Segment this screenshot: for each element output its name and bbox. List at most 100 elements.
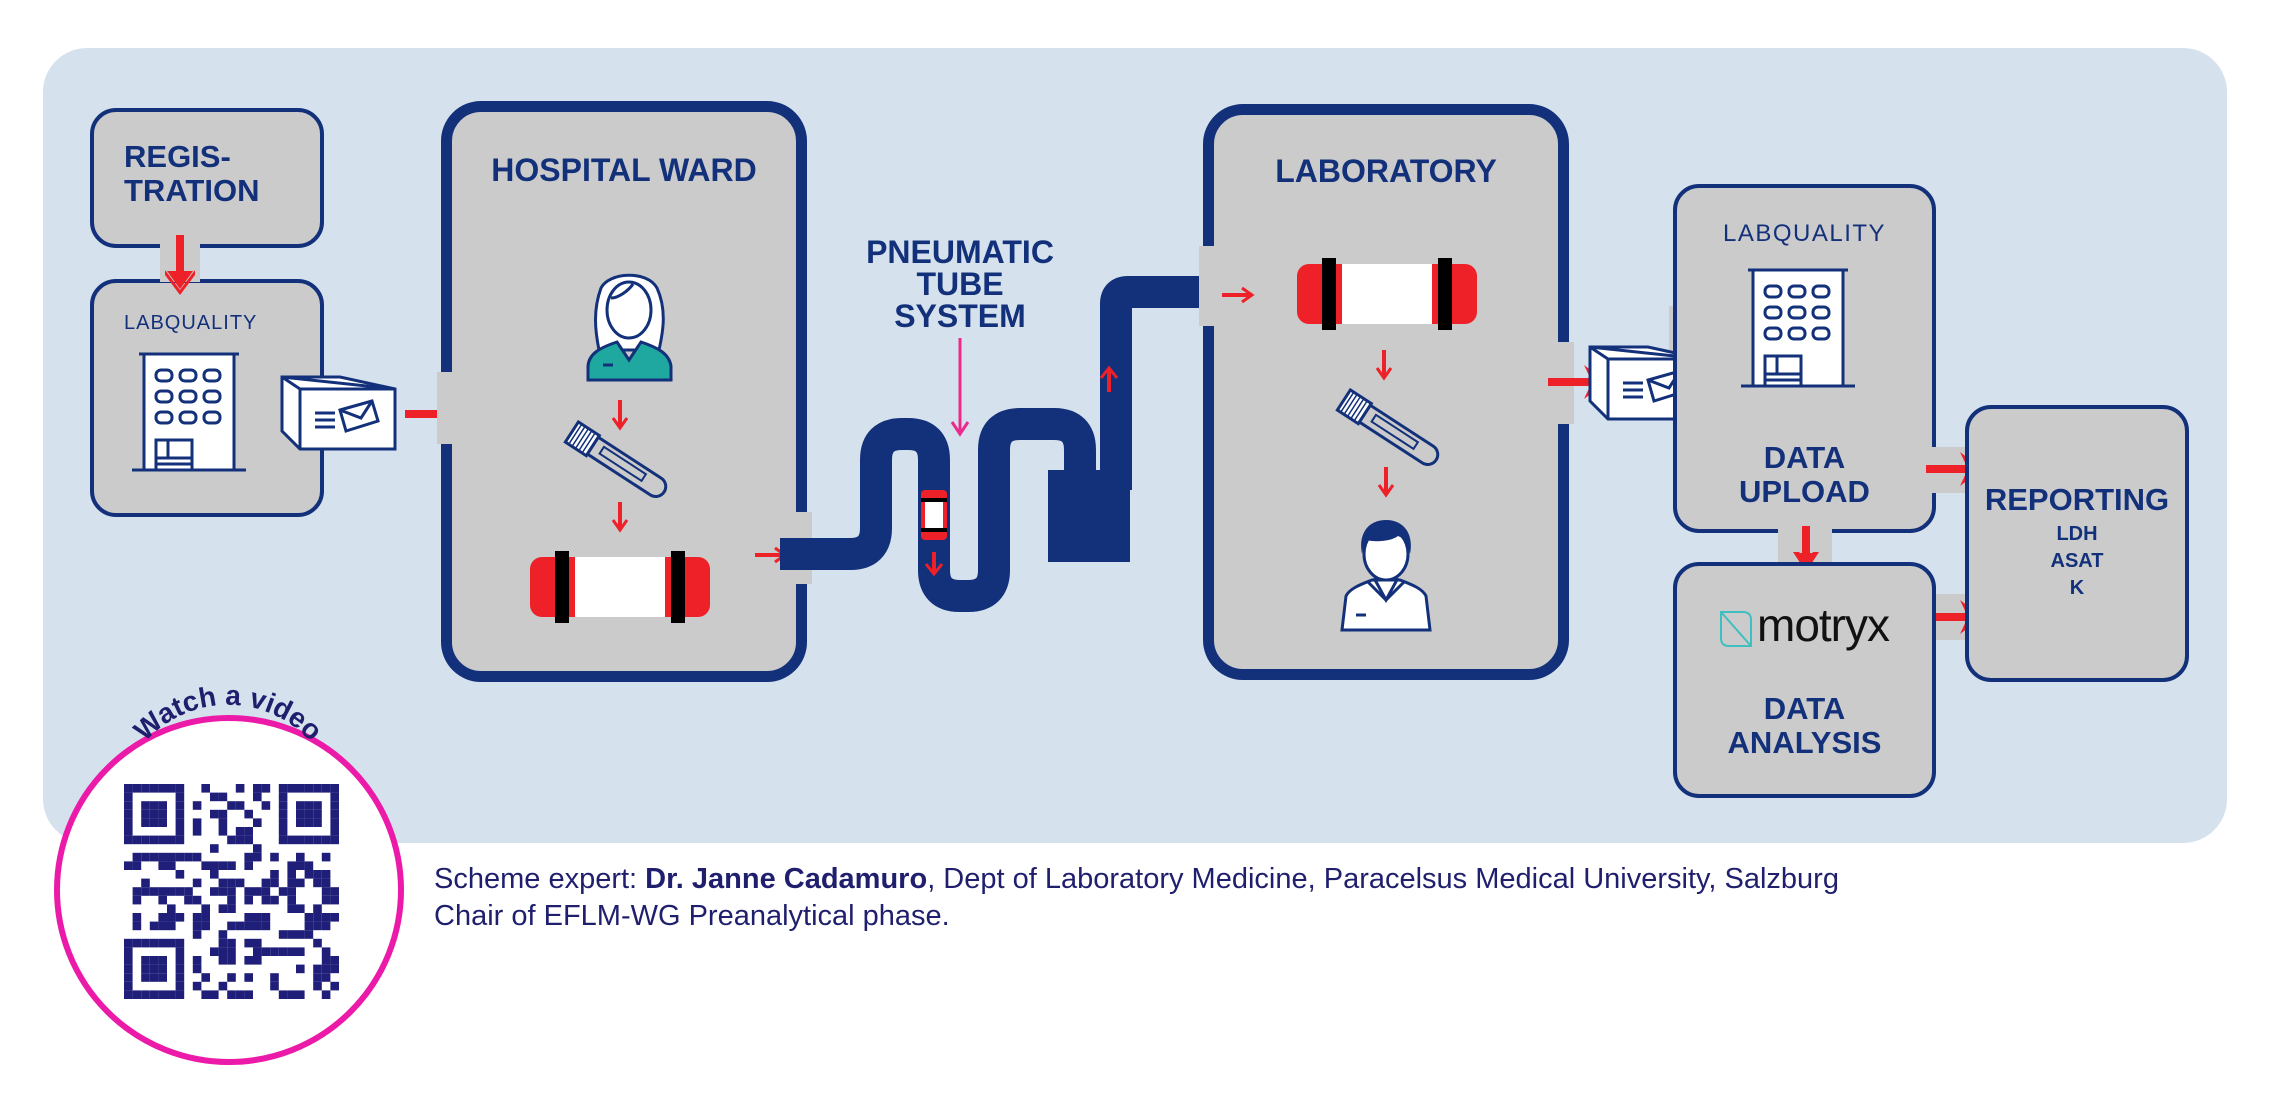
qr-module: [124, 981, 133, 991]
qr-module: [261, 801, 271, 810]
qr-module: [321, 870, 331, 879]
building-icon: [132, 352, 246, 472]
qr-module: [132, 835, 142, 845]
data-analysis-line2: ANALYSIS: [1727, 725, 1882, 760]
qr-module: [218, 930, 228, 939]
qr-module: [253, 938, 262, 948]
lab-entry-gap: [1199, 246, 1221, 326]
qr-module: [141, 835, 150, 845]
qr-module: [296, 990, 305, 999]
qr-module: [244, 835, 253, 845]
ward-entry-gap: [437, 372, 459, 444]
qr-module: [192, 930, 202, 939]
qr-module: [278, 784, 288, 793]
qr-module: [124, 818, 133, 827]
qr-module: [158, 861, 167, 870]
qr-module: [218, 947, 228, 956]
qr-module: [287, 887, 296, 896]
lab-worker-icon: [1340, 520, 1432, 632]
data-analysis-box: motryx DATA ANALYSIS: [1673, 562, 1936, 798]
qr-module: [141, 852, 150, 862]
qr-module: [330, 895, 339, 905]
qr-module: [149, 938, 159, 948]
registration-title: REGIS- TRATION: [124, 140, 259, 208]
qr-module: [227, 938, 236, 948]
qr-module: [132, 784, 142, 793]
qr-module: [244, 913, 253, 922]
mail-package-icon: [280, 375, 397, 451]
qr-module: [270, 947, 279, 956]
qr-module: [124, 835, 133, 845]
qr-module: [321, 887, 331, 896]
reporting-item: K: [2069, 577, 2085, 599]
qr-code[interactable]: [124, 784, 339, 999]
qr-module: [321, 852, 331, 862]
qr-module: [321, 990, 331, 999]
qr-module: [124, 801, 133, 810]
qr-module: [304, 784, 314, 793]
qr-module: [141, 784, 150, 793]
qr-module: [278, 835, 288, 845]
qr-module: [132, 895, 142, 905]
qr-module: [313, 921, 322, 931]
qr-module: [270, 878, 279, 888]
qr-module: [235, 990, 245, 999]
footer-credit: Scheme expert: Dr. Janne Cadamuro, Dept …: [434, 861, 1839, 898]
qr-module: [141, 809, 150, 819]
qr-module: [313, 784, 322, 793]
qr-module: [270, 981, 279, 991]
qr-module: [175, 938, 185, 948]
qr-module: [124, 827, 133, 836]
qr-module: [218, 827, 228, 836]
qr-module: [167, 938, 176, 948]
qr-module: [330, 784, 339, 793]
qr-module: [201, 784, 210, 793]
building-icon: [1741, 268, 1855, 388]
qr-module: [330, 801, 339, 810]
qr-module: [270, 973, 279, 982]
qr-module: [158, 921, 167, 931]
qr-module: [227, 895, 236, 905]
qr-module: [270, 870, 279, 879]
qr-module: [158, 818, 167, 827]
qr-module: [296, 809, 305, 819]
qr-module: [261, 784, 271, 793]
qr-module: [158, 956, 167, 965]
qr-module: [210, 844, 219, 853]
qr-module: [253, 887, 262, 896]
qr-module: [253, 947, 262, 956]
qr-module: [304, 913, 314, 922]
qr-module: [321, 973, 331, 982]
qr-module: [270, 895, 279, 905]
qr-module: [278, 887, 288, 896]
qr-module: [218, 792, 228, 802]
qr-module: [287, 878, 296, 888]
qr-module: [167, 913, 176, 922]
qr-module: [192, 852, 202, 862]
qr-badge[interactable]: Watch a video: [48, 680, 418, 1072]
qr-module: [218, 938, 228, 948]
qr-module: [235, 835, 245, 845]
qr-module: [141, 878, 150, 888]
laboratory-title: LABORATORY: [1275, 153, 1497, 189]
qr-module: [210, 990, 219, 999]
qr-module: [158, 835, 167, 845]
qr-module: [235, 801, 245, 810]
qr-module: [132, 921, 142, 931]
qr-module: [227, 887, 236, 896]
qr-module: [149, 801, 159, 810]
qr-module: [124, 990, 133, 999]
sample-tube-icon: [530, 551, 710, 623]
qr-module: [132, 913, 142, 922]
qr-module: [304, 818, 314, 827]
qr-module: [149, 887, 159, 896]
qr-module: [253, 852, 262, 862]
qr-module: [149, 956, 159, 965]
qr-module: [261, 878, 271, 888]
qr-module: [132, 990, 142, 999]
qr-module: [287, 895, 296, 905]
qr-module: [227, 861, 236, 870]
qr-module: [141, 990, 150, 999]
qr-module: [287, 930, 296, 939]
qr-module: [158, 887, 167, 896]
